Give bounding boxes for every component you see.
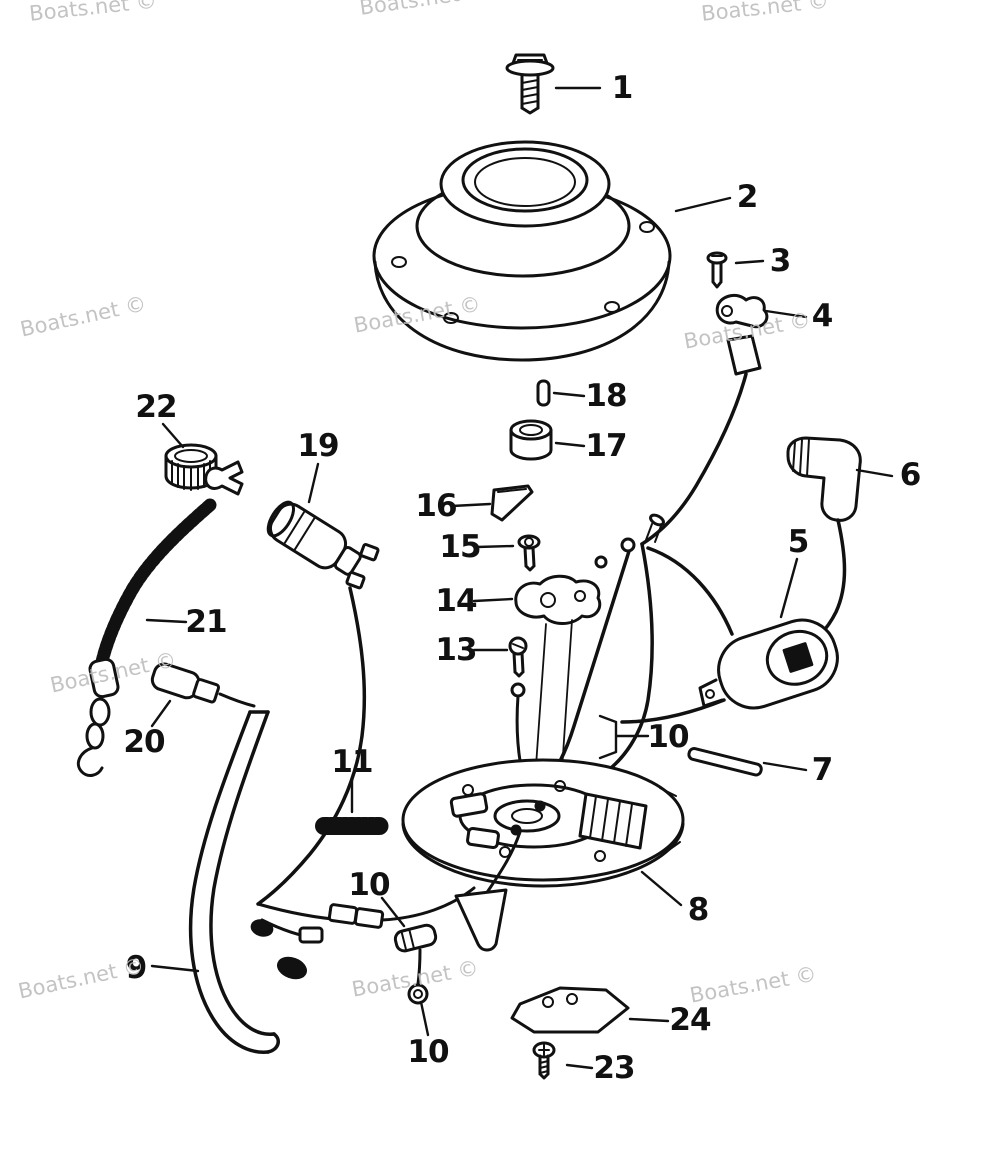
part-label-2: 2 bbox=[736, 179, 759, 215]
leader-lines bbox=[145, 86, 894, 1070]
part-label-21: 21 bbox=[185, 604, 227, 640]
lanyard-21-drawing bbox=[76, 460, 244, 777]
ignition-coil-5-drawing bbox=[620, 618, 839, 724]
clamp-4-drawing bbox=[640, 293, 769, 546]
screw-3-drawing bbox=[706, 251, 728, 289]
plug-boot-6-drawing bbox=[786, 436, 862, 652]
part-label-14: 14 bbox=[435, 583, 477, 619]
part-label-3: 3 bbox=[769, 243, 792, 279]
part-label-18: 18 bbox=[585, 378, 627, 414]
wiring-center-drawing bbox=[546, 513, 734, 782]
harness-9-drawing bbox=[188, 710, 308, 1054]
stator-plate-8-drawing bbox=[401, 758, 685, 952]
part-label-24: 24 bbox=[669, 1002, 711, 1038]
part-label-10b: 10 bbox=[348, 867, 390, 903]
screw-23-drawing bbox=[532, 1041, 556, 1080]
connector-20-drawing bbox=[150, 662, 256, 708]
part-label-9: 9 bbox=[125, 950, 148, 986]
bracket-24-drawing bbox=[510, 986, 630, 1034]
flywheel-cover-drawing bbox=[372, 140, 672, 362]
part-label-15: 15 bbox=[439, 529, 481, 565]
part-label-23: 23 bbox=[593, 1050, 635, 1086]
cam-14-drawing bbox=[514, 574, 602, 771]
rod-7-drawing bbox=[687, 747, 763, 777]
part-label-1: 1 bbox=[611, 70, 634, 106]
part-label-13: 13 bbox=[435, 632, 477, 668]
part-label-11: 11 bbox=[331, 744, 373, 780]
part-label-5: 5 bbox=[787, 524, 810, 560]
part-label-16: 16 bbox=[415, 488, 457, 524]
connector-19-drawing bbox=[256, 500, 380, 906]
pin-18-drawing bbox=[536, 379, 551, 407]
part-label-19: 19 bbox=[297, 428, 339, 464]
part-label-17: 17 bbox=[585, 428, 627, 464]
connectors-10-drawing bbox=[256, 886, 476, 1005]
part-label-10a: 10 bbox=[647, 719, 689, 755]
screw-15-drawing bbox=[517, 534, 541, 572]
bushing-17-drawing bbox=[509, 419, 553, 461]
part-label-4: 4 bbox=[811, 298, 834, 334]
part-label-20: 20 bbox=[123, 724, 165, 760]
part-label-6: 6 bbox=[899, 457, 922, 493]
part-label-10c: 10 bbox=[407, 1034, 449, 1070]
part-label-22: 22 bbox=[135, 389, 177, 425]
part-label-8: 8 bbox=[687, 892, 710, 928]
bolt-1-drawing bbox=[505, 53, 555, 115]
key-16-drawing bbox=[490, 484, 534, 522]
part-label-7: 7 bbox=[811, 752, 834, 788]
